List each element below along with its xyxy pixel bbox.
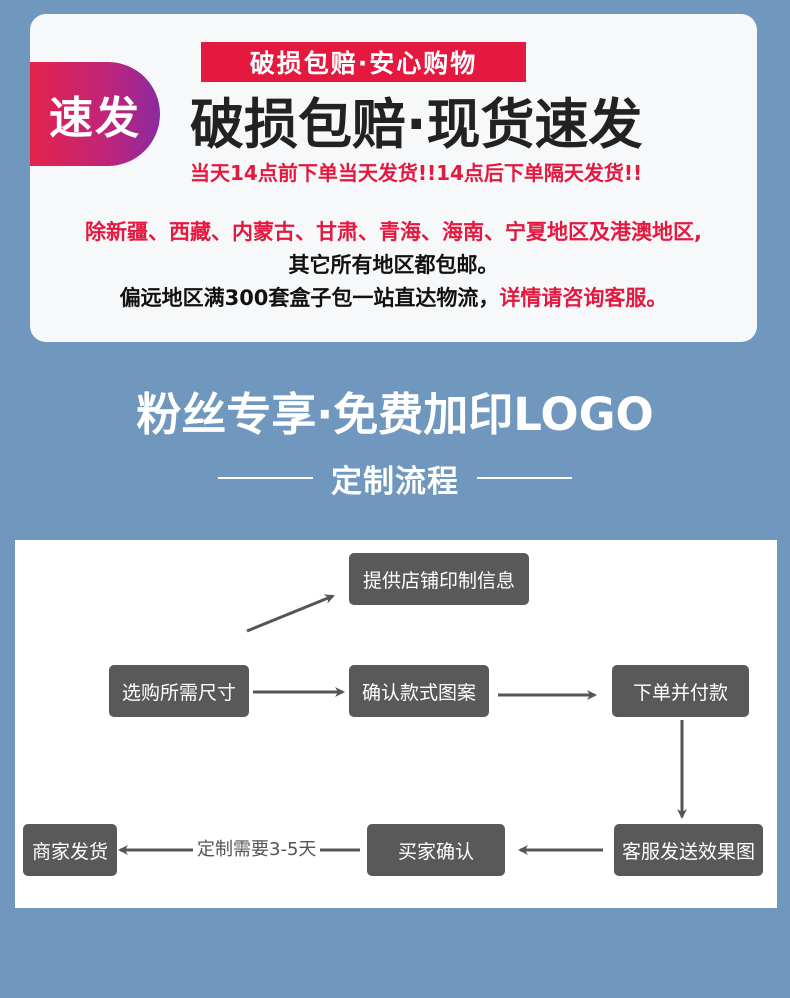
section-subtitle: 定制流程: [331, 463, 459, 500]
arrow-size-to-info: [246, 594, 335, 633]
contact-service-text: 详情请咨询客服。: [499, 286, 668, 310]
remote-area-note: 偏远地区满300套盒子包一站直达物流，详情请咨询客服。: [30, 282, 757, 315]
step-send-effect-image: 客服发送效果图: [614, 824, 763, 876]
step-order-and-pay: 下单并付款: [612, 665, 749, 717]
damage-compensation-tag: 破损包赔·安心购物: [201, 42, 526, 82]
customization-duration-label: 定制需要3-5天: [193, 838, 321, 862]
step-confirm-design: 确认款式图案: [349, 665, 489, 717]
shipping-time-notice: 当天14点前下单当天发货!!14点后下单隔天发货!!: [190, 161, 643, 185]
excluded-regions-note: 除新疆、西藏、内蒙古、甘肃、青海、海南、宁夏地区及港澳地区,: [85, 220, 702, 244]
fast-ship-badge: 速发: [30, 62, 160, 166]
divider-right: [477, 477, 572, 479]
step-provide-shop-info: 提供店铺印制信息: [349, 553, 529, 605]
step-choose-size: 选购所需尺寸: [109, 665, 249, 717]
shipping-notes: 除新疆、西藏、内蒙古、甘肃、青海、海南、宁夏地区及港澳地区, 其它所有地区都包邮…: [30, 216, 757, 315]
process-flowchart: 提供店铺印制信息 选购所需尺寸 确认款式图案 下单并付款 客服发送效果图 买家确…: [15, 540, 777, 908]
section-title: 粉丝专享·免费加印LOGO: [136, 388, 654, 441]
promo-headline: 破损包赔·现货速发: [190, 93, 643, 156]
step-merchant-ship: 商家发货: [23, 824, 117, 876]
step-buyer-confirm: 买家确认: [367, 824, 505, 876]
section-subtitle-row: 定制流程: [0, 458, 790, 500]
divider-left: [218, 477, 313, 479]
free-shipping-note: 其它所有地区都包邮。: [288, 253, 499, 277]
remote-area-text: 偏远地区满300套盒子包一站直达物流，: [119, 286, 500, 310]
